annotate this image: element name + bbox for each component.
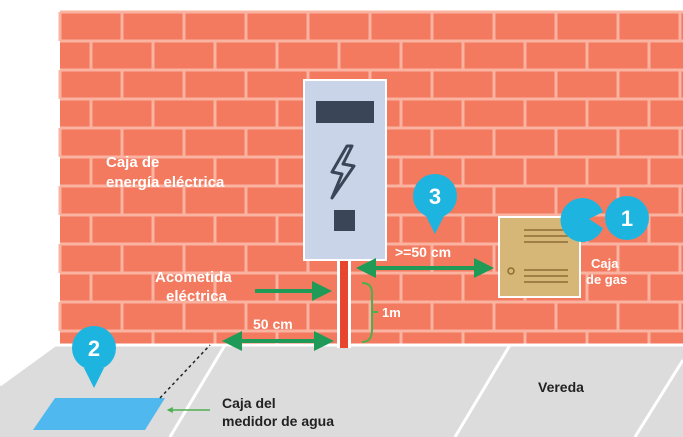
meter-display	[316, 101, 374, 123]
height-label: 1m	[382, 305, 401, 320]
left-distance-label: 50 cm	[253, 316, 293, 332]
gas-box-label-line1: Caja	[591, 256, 619, 271]
energy-meter-box	[303, 79, 387, 261]
gas-box-label-line2: de gas	[586, 272, 627, 287]
energy-box-label-line2: energía eléctrica	[106, 174, 225, 191]
water-box-label-line2: medidor de agua	[222, 413, 334, 429]
service-label-line1: Acometida	[155, 269, 232, 286]
sidewalk	[0, 343, 683, 437]
service-label-line2: eléctrica	[166, 288, 228, 305]
badge-1-number: 1	[621, 206, 633, 231]
water-meter-box	[33, 398, 165, 430]
gas-box-lock	[507, 267, 515, 275]
sidewalk-label: Vereda	[538, 379, 584, 395]
meter-switch	[334, 210, 355, 231]
badge-2-number: 2	[88, 336, 100, 361]
badge-3: 3	[413, 174, 457, 234]
lightning-bolt-icon	[330, 144, 356, 200]
badge-3-number: 3	[429, 184, 441, 209]
badge-2: 2	[72, 326, 116, 388]
water-box-label-line1: Caja del	[222, 395, 276, 411]
service-pipe-core	[340, 258, 348, 348]
energy-box-label-line1: Caja de	[106, 154, 159, 171]
badge-1: 1	[560, 196, 649, 242]
gas-distance-label: >=50 cm	[395, 244, 451, 260]
water-connector	[159, 344, 211, 399]
